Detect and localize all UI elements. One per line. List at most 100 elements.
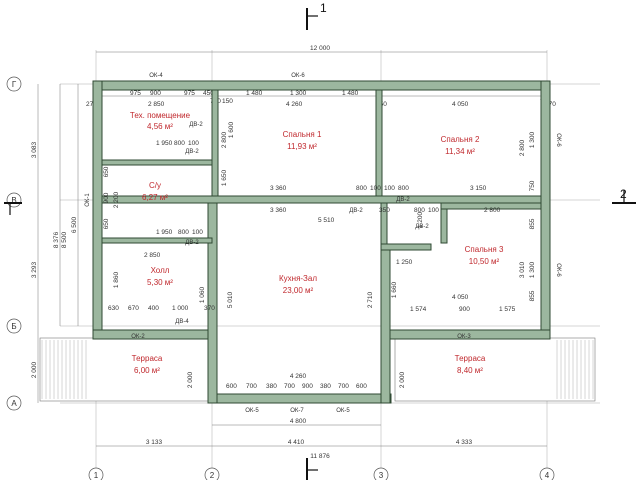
dim-650-a: 650 bbox=[103, 166, 110, 177]
dim-900-b: 900 bbox=[459, 306, 470, 313]
dim-1480-a: 1 480 bbox=[246, 90, 263, 97]
dim-4050-top: 4 050 bbox=[452, 101, 469, 108]
axis-label-2: 2 bbox=[210, 471, 215, 480]
dim-350-b: 350 bbox=[379, 207, 390, 214]
dim-2710: 2 710 bbox=[367, 291, 374, 308]
dim-700-b: 700 bbox=[284, 383, 295, 390]
dim-100-b: 100 bbox=[370, 185, 381, 192]
dim-1300: 1 300 bbox=[290, 90, 307, 97]
door-dv4: ДВ-4 bbox=[175, 319, 189, 325]
axis-label-g: Г bbox=[12, 80, 17, 89]
dim-975-a: 975 bbox=[130, 90, 141, 97]
room-area-bedroom-3: 10,50 м² bbox=[469, 257, 500, 266]
dim-2200: 2 200 bbox=[113, 191, 120, 208]
dim-2000-a: 2 000 bbox=[187, 371, 194, 388]
dim-1480-b: 1 480 bbox=[342, 90, 359, 97]
dim-2800-b: 2 800 bbox=[484, 207, 501, 214]
dim-2000-b: 2 000 bbox=[399, 371, 406, 388]
room-area-kitchen: 23,00 м² bbox=[283, 286, 314, 295]
dim-700-c: 700 bbox=[338, 383, 349, 390]
dim-2800-r: 2 800 bbox=[519, 139, 526, 156]
room-terrace-left: Терраса 6,00 м² bbox=[132, 354, 163, 375]
axis-label-a: А bbox=[11, 399, 17, 408]
dim-4800: 4 800 bbox=[290, 418, 307, 425]
axis-bubble-3 bbox=[373, 467, 389, 480]
room-area-bedroom-1: 11,93 м² bbox=[287, 142, 317, 151]
room-bathroom: С/у 6,27 м² bbox=[142, 181, 168, 202]
dim-2000-left: 2 000 bbox=[31, 361, 38, 378]
section-label-right: 2 bbox=[620, 187, 627, 201]
axis-label-4: 4 bbox=[545, 471, 550, 480]
window-ok7: ОК-7 bbox=[290, 408, 304, 414]
dim-2850-top: 2 850 bbox=[148, 101, 165, 108]
room-hall: Холл 5,30 м² bbox=[147, 266, 173, 287]
room-area-terrace-right: 8,40 м² bbox=[457, 366, 483, 375]
room-area-terrace-left: 6,00 м² bbox=[134, 366, 160, 375]
room-name-terrace-right: Терраса bbox=[455, 354, 486, 363]
dim-1860: 1 860 bbox=[113, 271, 120, 288]
dim-800-a: 800 bbox=[174, 140, 185, 147]
dim-4410: 4 410 bbox=[288, 439, 305, 446]
dim-8500: 8 500 bbox=[61, 231, 68, 248]
dim-11876: 11 876 bbox=[310, 453, 330, 460]
dim-450: 450 bbox=[203, 90, 214, 97]
dim-1300-r1: 1 300 bbox=[529, 131, 536, 148]
dim-100-d: 100 bbox=[428, 207, 439, 214]
dim-100-a: 100 bbox=[188, 140, 199, 147]
dim-3360-a: 3 360 bbox=[270, 185, 287, 192]
dim-4260-bottom: 4 260 bbox=[290, 373, 307, 380]
col-axis-markers: 1 2 3 4 bbox=[88, 467, 555, 480]
dim-100-c: 100 bbox=[384, 185, 395, 192]
axis-label-b: Б bbox=[11, 322, 16, 331]
door-dv2-sy: ДВ-2 bbox=[185, 240, 199, 246]
section-label-top: 1 bbox=[320, 1, 327, 15]
axis-label-3: 3 bbox=[379, 471, 384, 480]
dim-1950-a: 1 950 bbox=[156, 140, 173, 147]
dim-670: 670 bbox=[128, 305, 139, 312]
dim-600-b: 600 bbox=[356, 383, 367, 390]
dim-top-total: 12 000 bbox=[310, 45, 330, 52]
axis-label-v: В bbox=[11, 196, 16, 205]
dim-270-left: 270 bbox=[86, 101, 97, 108]
room-area-tech: 4,56 м² bbox=[147, 122, 173, 131]
dim-1575: 1 575 bbox=[499, 306, 516, 313]
axis-bubble-b bbox=[6, 318, 22, 334]
dim-3133: 3 133 bbox=[146, 439, 163, 446]
axis-bubble-g bbox=[6, 76, 22, 92]
room-area-bedroom-2: 11,34 м² bbox=[445, 147, 475, 156]
window-ok3: ОК-3 bbox=[457, 334, 471, 340]
dim-8376: 8 376 bbox=[53, 231, 60, 248]
door-dv2-bed3: ДВ-2 bbox=[415, 224, 429, 230]
dim-800-d: 800 bbox=[414, 207, 425, 214]
dim-1574: 1 574 bbox=[410, 306, 427, 313]
terrace-left bbox=[39, 337, 213, 402]
dim-2850-b: 2 850 bbox=[144, 252, 161, 259]
room-bedroom-2: Спальня 2 11,34 м² bbox=[441, 135, 480, 156]
door-labels: ДВ-2 ДВ-2 ДВ-2 ДВ-2 ДВ-2 ДВ-4 ДВ-2 bbox=[175, 122, 429, 325]
room-name-bedroom-1: Спальня 1 bbox=[283, 130, 322, 139]
axis-bubble-2 bbox=[204, 467, 220, 480]
walls bbox=[92, 80, 551, 404]
dim-1250: 1 250 bbox=[396, 259, 413, 266]
dim-400: 400 bbox=[148, 305, 159, 312]
dim-1660: 1 660 bbox=[391, 281, 398, 298]
dim-4260-top: 4 260 bbox=[286, 101, 303, 108]
door-dv2-bed1: ДВ-2 bbox=[349, 208, 363, 214]
window-ok5-right: ОК-5 bbox=[336, 408, 350, 414]
dim-1950-b: 1 950 bbox=[156, 229, 173, 236]
window-ok2: ОК-2 bbox=[131, 334, 145, 340]
room-name-bedroom-3: Спальня 3 bbox=[465, 245, 504, 254]
room-name-hall: Холл bbox=[151, 266, 170, 275]
room-area-bathroom: 6,27 м² bbox=[142, 193, 168, 202]
dim-630: 630 bbox=[108, 305, 119, 312]
window-ok5-left: ОК-5 bbox=[245, 408, 259, 414]
axis-bubble-4 bbox=[539, 467, 555, 480]
dim-150: 150 bbox=[222, 98, 233, 105]
dim-3150: 3 150 bbox=[470, 185, 487, 192]
dim-6500: 6 500 bbox=[71, 216, 78, 233]
axis-label-1: 1 bbox=[94, 471, 99, 480]
bottom-dimensions: 600 700 380 700 900 380 700 600 4 260 4 … bbox=[96, 373, 547, 460]
dim-750-r: 750 bbox=[529, 180, 536, 191]
dim-270-right: 270 bbox=[545, 101, 556, 108]
